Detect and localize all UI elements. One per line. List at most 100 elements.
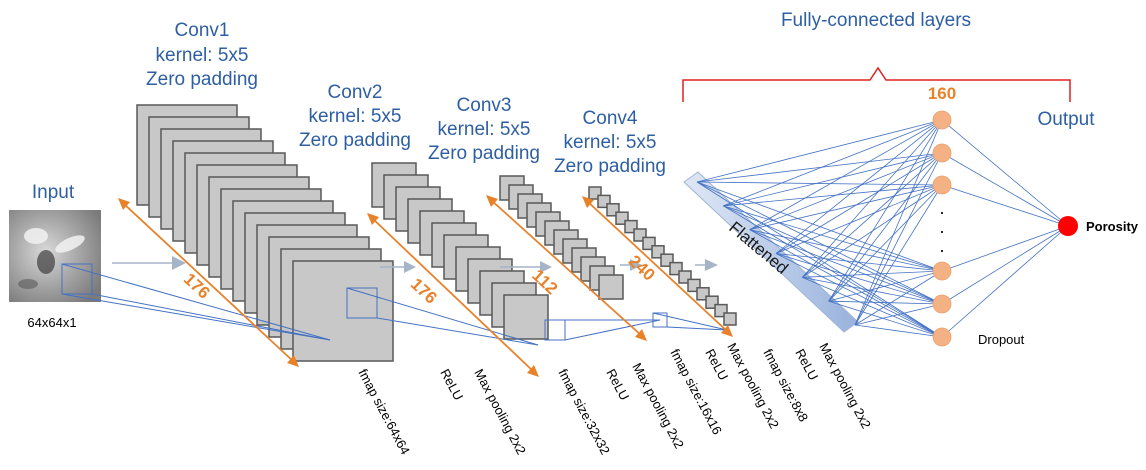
fc-connection	[802, 152, 943, 278]
conv4-feature-map	[723, 312, 737, 326]
dropout-label: Dropout	[978, 332, 1025, 347]
conv1-padding: Zero padding	[146, 69, 258, 90]
fc-connection	[696, 181, 943, 272]
stage-label: ReLU	[792, 346, 821, 382]
conv1-feature-map-stack	[136, 104, 394, 362]
output-connection	[941, 225, 1069, 305]
fc-connection	[828, 300, 943, 305]
fc-units-label: 160	[928, 84, 956, 103]
conv1-name: Conv1	[175, 20, 230, 41]
stage-label: fmap size:64x64	[355, 366, 413, 457]
fc-connection	[723, 152, 943, 207]
fc-connection	[749, 184, 943, 231]
fc-dot-3: ·	[939, 240, 945, 260]
input-size-label: 64x64x1	[27, 315, 76, 330]
fc-connection	[775, 184, 943, 254]
conv4-feature-map-stack	[588, 186, 737, 326]
output-connection	[941, 225, 1069, 338]
conv3-padding: Zero padding	[428, 143, 540, 164]
stage-label: Max pooling 2x2	[471, 366, 529, 457]
fc-connection	[775, 119, 943, 254]
fc-connection	[828, 270, 943, 302]
fc-connection	[828, 119, 943, 302]
conv1-kernel: kernel: 5x5	[156, 45, 249, 66]
conv2-name: Conv2	[328, 82, 383, 103]
output-node-label: Porosity	[1086, 219, 1139, 234]
stage-label: ReLU	[603, 366, 632, 402]
fc-connection	[749, 229, 943, 272]
fc-connection	[854, 119, 943, 326]
stage-label: ReLU	[437, 366, 466, 402]
output-connection	[941, 225, 1069, 272]
conv1-title: Conv1 kernel: 5x5 Zero padding	[146, 20, 258, 90]
fc-connection	[723, 205, 943, 272]
fc-connection	[802, 276, 943, 338]
fc-connections	[696, 119, 1069, 338]
fc-brace	[682, 66, 1071, 102]
conv2-title: Conv2 kernel: 5x5 Zero padding	[299, 82, 411, 151]
depth-arrows	[118, 195, 733, 377]
fc-title: Fully-connected layers	[781, 10, 971, 31]
fc-connection	[775, 253, 943, 305]
fc-nodes	[932, 110, 952, 347]
output-connection	[941, 152, 1069, 227]
conv2-feature-map	[503, 294, 549, 340]
fc-dot-1: ·	[939, 202, 945, 222]
fc-connection	[854, 303, 943, 326]
conv3-feature-map	[598, 274, 624, 300]
conv3-name: Conv3	[457, 95, 512, 116]
conv4-padding: Zero padding	[554, 156, 666, 177]
fc-connection	[828, 300, 943, 338]
fc-connection	[723, 184, 943, 207]
fc-connection	[749, 119, 943, 231]
conv4-title: Conv4 kernel: 5x5 Zero padding	[554, 108, 666, 177]
fc-connection	[775, 253, 943, 272]
conv3-title: Conv3 kernel: 5x5 Zero padding	[428, 95, 540, 164]
stage-label: fmap size:32x32	[555, 366, 613, 457]
fc-neuron	[932, 261, 952, 281]
fc-connection	[749, 152, 943, 231]
output-connection	[941, 119, 1069, 227]
fc-connection	[696, 181, 943, 186]
fc-connection	[854, 184, 943, 326]
fc-connection	[828, 184, 943, 302]
receptive-field-lines	[61, 263, 728, 346]
fc-connection	[854, 270, 943, 326]
fc-dot-2: ·	[939, 221, 945, 241]
fc-neuron	[932, 327, 952, 347]
fc-connection	[723, 119, 943, 207]
fc-connection	[696, 119, 943, 183]
fc-neuron	[932, 110, 952, 130]
conv2-kernel: kernel: 5x5	[309, 106, 402, 127]
fc-connection	[749, 229, 943, 305]
flow-arrows	[112, 256, 718, 273]
stage-label: Max pooling 2x2	[816, 340, 874, 431]
fc-neuron	[932, 175, 952, 195]
fc-connection	[828, 152, 943, 302]
conv1-feature-map	[292, 260, 394, 362]
conv3-feature-map-stack	[499, 175, 624, 300]
conv4-name: Conv4	[583, 108, 638, 129]
fc-neuron	[932, 294, 952, 314]
fc-neuron	[932, 143, 952, 163]
feature-map-stacks	[136, 104, 737, 362]
conv4-kernel: kernel: 5x5	[564, 132, 657, 153]
conv3-kernel: kernel: 5x5	[438, 119, 531, 140]
fc-connection	[696, 152, 943, 183]
output-node	[1058, 216, 1078, 236]
fc-connection	[802, 270, 943, 278]
output-title: Output	[1037, 109, 1095, 130]
fc-connection	[802, 119, 943, 278]
fc-connection	[723, 205, 943, 305]
fc-connection	[775, 152, 943, 254]
fc-connection	[696, 181, 943, 338]
input-image	[9, 210, 101, 302]
input-label: Input	[32, 182, 75, 203]
output-connection	[941, 184, 1069, 227]
conv2-padding: Zero padding	[299, 130, 411, 151]
fc-connection	[775, 253, 943, 338]
fc-connection	[854, 152, 943, 326]
